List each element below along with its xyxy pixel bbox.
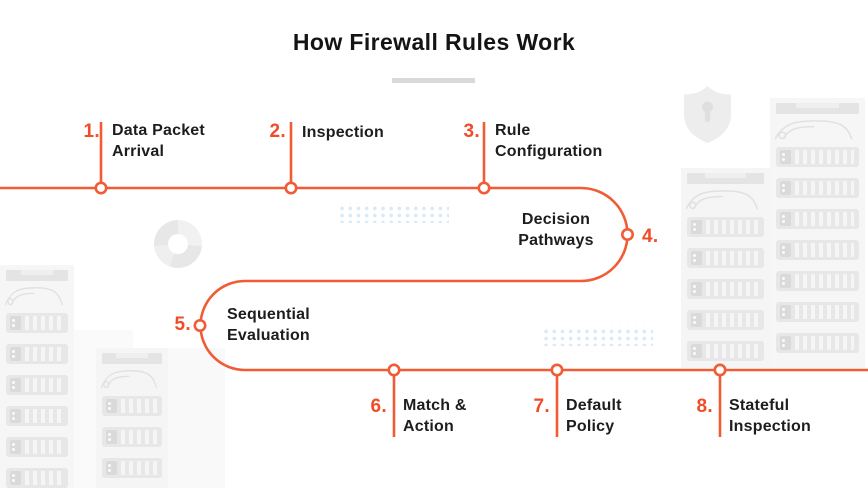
server-unit bbox=[102, 396, 162, 416]
server-unit bbox=[6, 313, 68, 333]
step-node bbox=[477, 181, 491, 195]
cable-lines-icon bbox=[101, 370, 158, 389]
server-rack bbox=[96, 348, 168, 488]
dot-grid-pattern bbox=[540, 326, 653, 346]
step-label-2: Inspection bbox=[302, 124, 385, 141]
server-unit bbox=[102, 458, 162, 478]
server-unit bbox=[6, 406, 68, 426]
step-label-4: Decision Pathways bbox=[518, 211, 594, 249]
title-underline bbox=[392, 78, 475, 83]
step-number-5: 5. bbox=[174, 314, 191, 335]
step-number-1: 1. bbox=[83, 121, 100, 142]
rack-top-bar bbox=[102, 353, 162, 364]
step-number-8: 8. bbox=[696, 396, 713, 417]
step-number-3: 3. bbox=[463, 121, 480, 142]
cable-lines-icon bbox=[775, 120, 853, 140]
step-number-2: 2. bbox=[269, 121, 286, 142]
rack-top-bar bbox=[687, 173, 764, 184]
server-unit bbox=[687, 248, 764, 268]
server-unit bbox=[6, 344, 68, 364]
server-rack bbox=[0, 265, 74, 488]
step-node bbox=[713, 363, 727, 377]
donut-ring-icon bbox=[154, 220, 202, 268]
server-unit bbox=[6, 375, 68, 395]
step-node bbox=[620, 228, 634, 242]
step-label-6: Match & Action bbox=[403, 397, 467, 435]
dot-grid-pattern bbox=[336, 203, 449, 223]
server-unit bbox=[776, 302, 859, 322]
server-unit bbox=[6, 468, 68, 488]
server-unit bbox=[687, 341, 764, 361]
step-number-7: 7. bbox=[533, 396, 550, 417]
server-unit bbox=[776, 240, 859, 260]
server-unit bbox=[776, 271, 859, 291]
step-node bbox=[550, 363, 564, 377]
step-label-8: Stateful Inspection bbox=[729, 397, 812, 435]
server-rack bbox=[770, 98, 865, 368]
server-unit bbox=[776, 178, 859, 198]
server-unit bbox=[6, 437, 68, 457]
rack-top-bar bbox=[6, 270, 68, 281]
rack-top-bar bbox=[776, 103, 859, 114]
shield-lock-icon bbox=[684, 86, 731, 143]
step-node bbox=[387, 363, 401, 377]
cable-lines-icon bbox=[686, 190, 758, 210]
server-unit bbox=[102, 427, 162, 447]
step-node bbox=[94, 181, 108, 195]
page-title: How Firewall Rules Work bbox=[292, 29, 576, 55]
step-node bbox=[193, 318, 207, 332]
step-label-1: Data Packet Arrival bbox=[112, 122, 205, 160]
cable-lines-icon bbox=[5, 287, 63, 306]
step-number-6: 6. bbox=[370, 396, 387, 417]
timeline-path bbox=[0, 186, 868, 372]
server-unit bbox=[687, 217, 764, 237]
server-unit bbox=[687, 279, 764, 299]
server-rack bbox=[681, 168, 770, 368]
server-unit bbox=[776, 209, 859, 229]
server-unit bbox=[776, 147, 859, 167]
step-node bbox=[284, 181, 298, 195]
server-unit bbox=[776, 333, 859, 353]
step-label-5: Sequential Evaluation bbox=[227, 306, 310, 344]
step-label-3: Rule Configuration bbox=[495, 122, 603, 160]
server-unit bbox=[687, 310, 764, 330]
step-label-7: Default Policy bbox=[566, 397, 622, 435]
step-number-4: 4. bbox=[642, 226, 659, 247]
